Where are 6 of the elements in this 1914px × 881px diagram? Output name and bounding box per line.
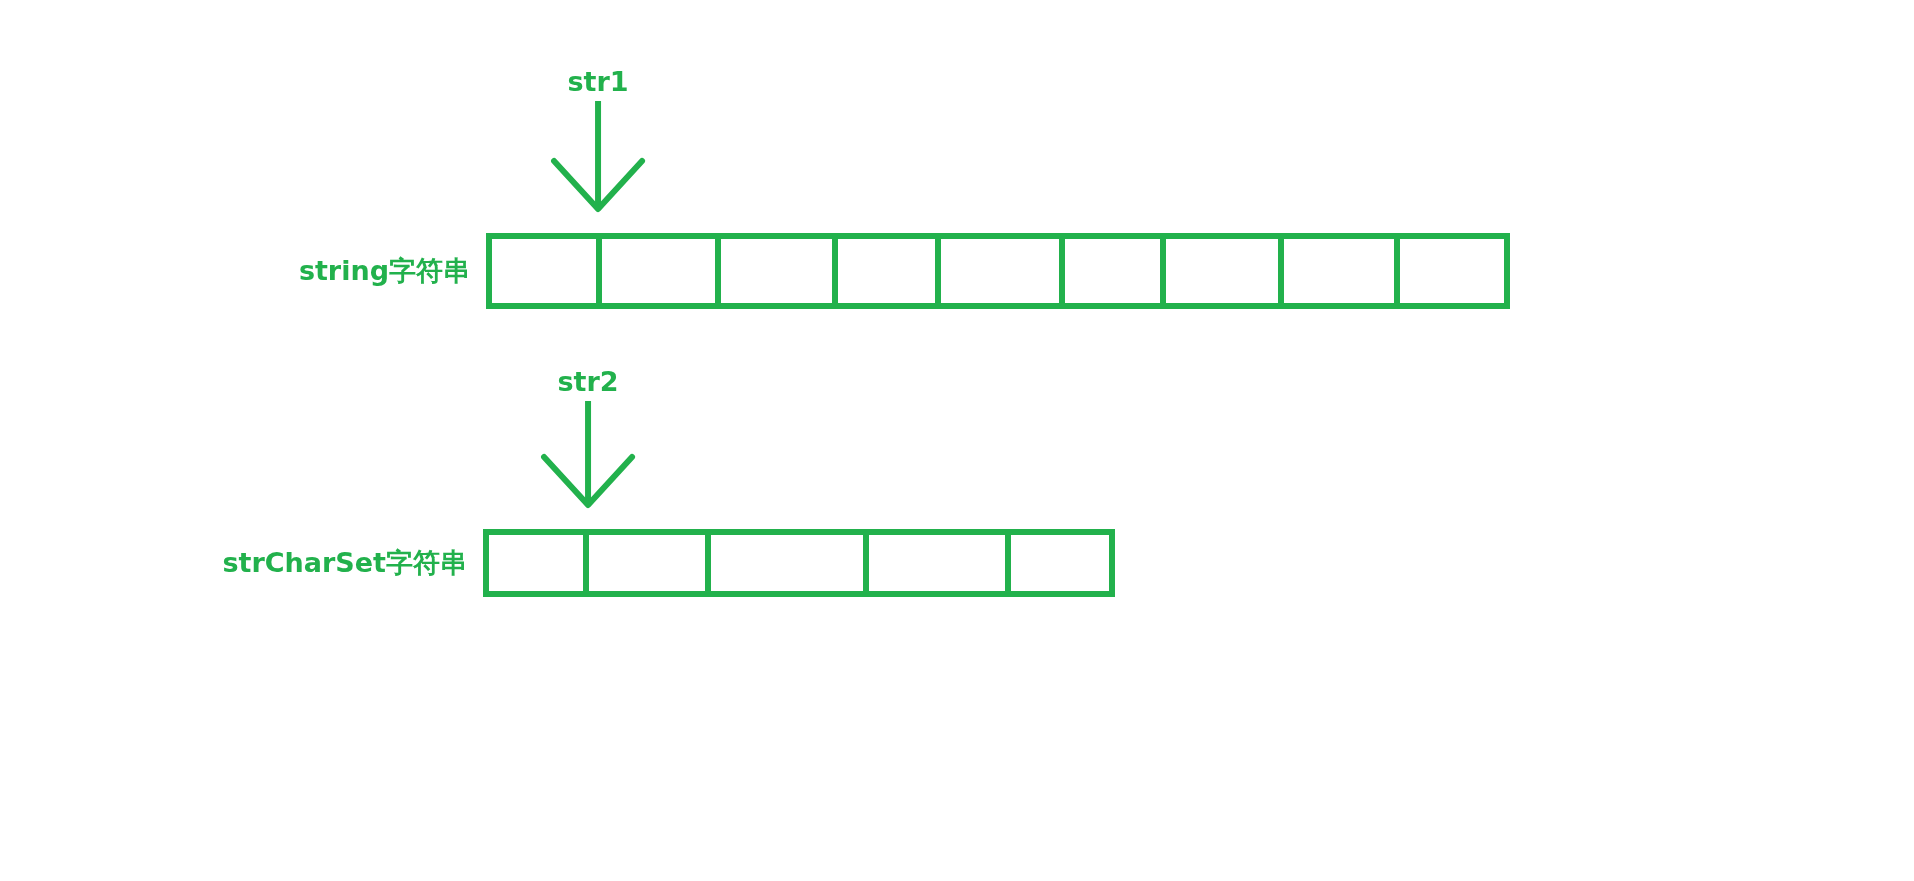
- array-name: string字符串: [298, 254, 470, 288]
- pointer-label: str1: [567, 66, 629, 97]
- arrow: [541, 401, 636, 508]
- pointer-label: str2: [557, 366, 619, 397]
- array-name: strCharSet字符串: [222, 546, 467, 580]
- arrow: [551, 101, 646, 212]
